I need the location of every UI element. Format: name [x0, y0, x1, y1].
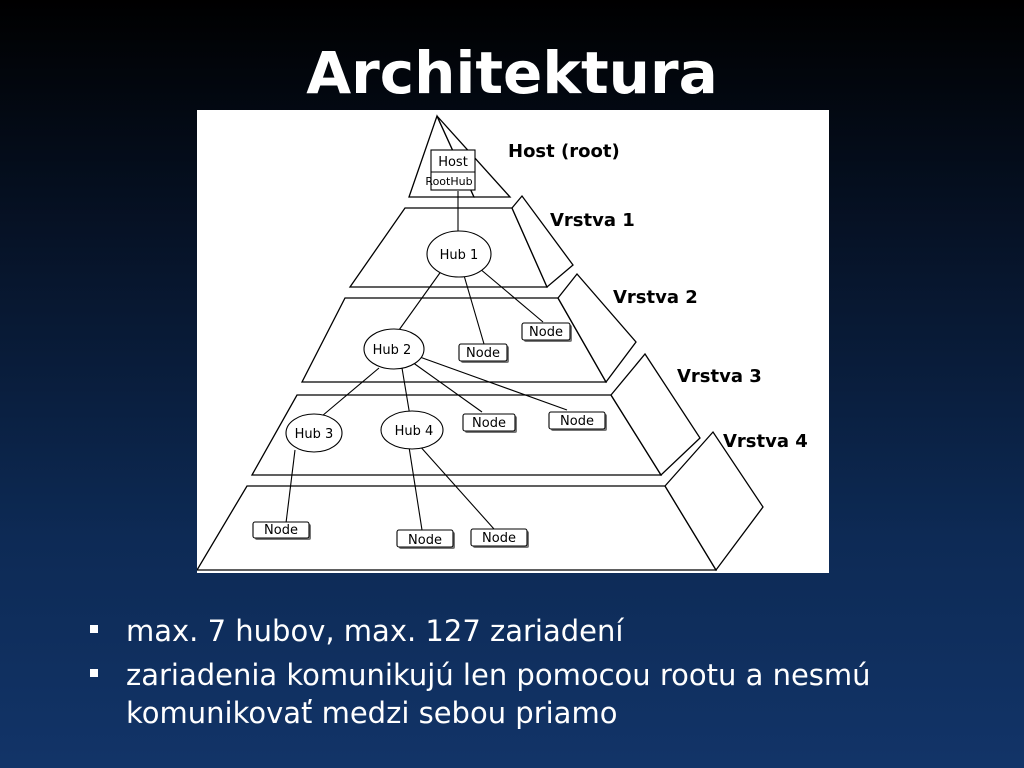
hub-4-label: Hub 4 — [395, 424, 434, 439]
hub-2: Hub 2 — [363, 328, 425, 370]
label-vrstva-1: Vrstva 1 — [550, 210, 635, 231]
host-roothub-box: Host RootHub — [425, 149, 476, 191]
pyramid-layer-2 — [300, 272, 637, 384]
node-layer4-a: Node — [252, 521, 311, 540]
node-label: Node — [408, 533, 442, 548]
node-label: Node — [264, 523, 298, 538]
usb-architecture-pyramid-diagram: Host RootHub Hub 1 Hub 2 Hub 3 Hub 4 Nod… — [197, 110, 829, 573]
hub-3-label: Hub 3 — [295, 427, 334, 442]
slide-title: Architektura — [306, 39, 718, 107]
hub-2-label: Hub 2 — [373, 343, 412, 358]
node-layer4-c: Node — [470, 528, 529, 548]
roothub-box-label: RootHub — [425, 175, 472, 188]
square-bullet-icon — [90, 669, 98, 677]
label-host-root: Host (root) — [508, 141, 620, 162]
hub-1: Hub 1 — [426, 230, 492, 278]
bullet-text: zariadenia komunikujú len pomocou rootu … — [126, 658, 871, 730]
label-vrstva-2: Vrstva 2 — [613, 287, 698, 308]
pyramid-layer-4 — [197, 430, 764, 572]
hub-3: Hub 3 — [285, 413, 343, 453]
square-bullet-icon — [90, 625, 98, 633]
bullet-text: max. 7 hubov, max. 127 zariadení — [126, 614, 624, 648]
node-label: Node — [560, 414, 594, 429]
connection-lines — [285, 191, 568, 531]
node-label: Node — [466, 346, 500, 361]
label-vrstva-4: Vrstva 4 — [723, 431, 808, 452]
bullet-item: max. 7 hubov, max. 127 zariadení — [88, 612, 948, 650]
node-label: Node — [472, 416, 506, 431]
node-layer4-b: Node — [396, 529, 455, 549]
label-vrstva-3: Vrstva 3 — [677, 366, 762, 387]
bullet-list: max. 7 hubov, max. 127 zariadení zariade… — [88, 612, 948, 738]
node-layer2-a: Node — [458, 343, 509, 363]
hub-4: Hub 4 — [380, 410, 444, 450]
hub-1-label: Hub 1 — [440, 248, 479, 263]
node-label: Node — [482, 531, 516, 546]
host-box-label: Host — [438, 155, 468, 170]
node-layer3-a: Node — [462, 413, 517, 433]
bullet-item: zariadenia komunikujú len pomocou rootu … — [88, 656, 948, 732]
node-layer3-b: Node — [548, 411, 607, 431]
node-layer2-b: Node — [521, 322, 572, 342]
node-label: Node — [529, 325, 563, 340]
